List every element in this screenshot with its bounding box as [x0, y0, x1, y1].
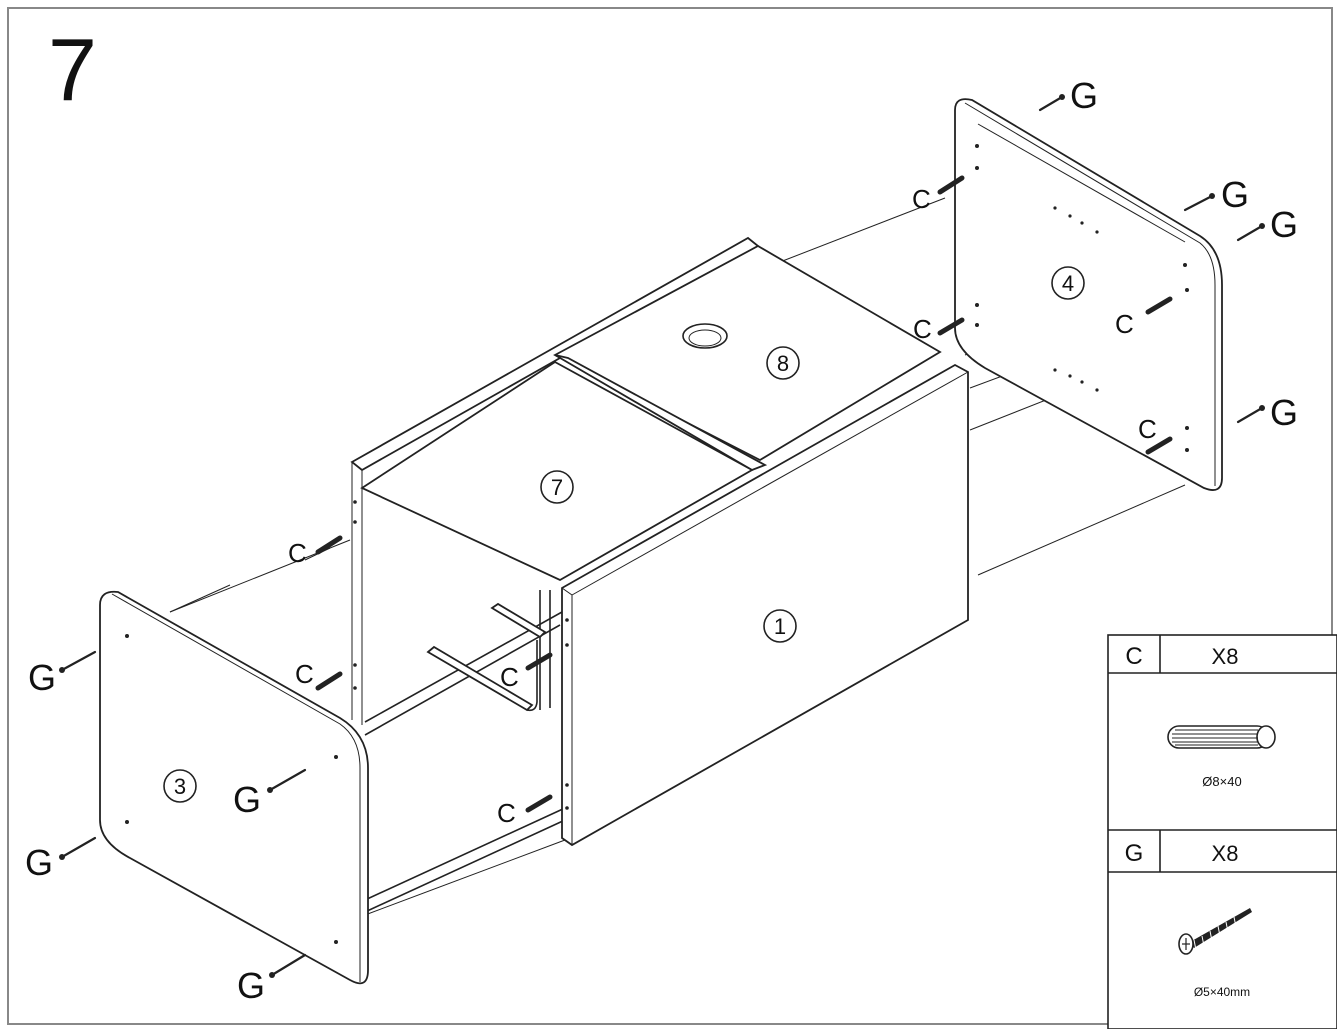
- panel-callout-8: 8: [766, 346, 800, 380]
- screw-illustration: [1178, 908, 1252, 955]
- parts-table: C X8 Ø8×40 G X8 Ø5×40mm: [1107, 634, 1337, 1030]
- dowel-label: C: [288, 538, 307, 568]
- svg-text:7: 7: [551, 475, 563, 500]
- parts-row-g-letter: G: [1125, 840, 1144, 867]
- panel-callout-4: 4: [1051, 266, 1085, 300]
- screw-label: G: [25, 842, 53, 883]
- panel-1: [561, 363, 969, 847]
- screw: [60, 650, 97, 672]
- panel-callout-1: 1: [763, 609, 797, 643]
- divider-panel: [554, 354, 768, 471]
- panel-4: [954, 98, 1223, 491]
- parts-row-c-qty: X8: [1212, 644, 1239, 669]
- screw: [270, 953, 307, 977]
- cable-hole: [682, 323, 728, 349]
- panel-callout-7: 7: [540, 470, 574, 504]
- screw-label: G: [1070, 75, 1098, 116]
- screw-label: G: [28, 657, 56, 698]
- screw: [1236, 406, 1264, 424]
- screw-label: G: [1270, 392, 1298, 433]
- screw: [1038, 95, 1064, 112]
- dowel: [525, 652, 553, 671]
- support-bars: [426, 602, 547, 712]
- dowel-label: C: [295, 659, 314, 689]
- dowel-group: [315, 175, 1173, 813]
- svg-text:3: 3: [174, 774, 186, 799]
- dowel: [315, 671, 343, 691]
- svg-text:4: 4: [1062, 271, 1074, 296]
- dowel-illustration: [1167, 725, 1276, 749]
- dowel: [525, 794, 553, 813]
- dowel: [1145, 296, 1173, 315]
- dowel-label: C: [913, 314, 932, 344]
- bottom-shelf: [364, 590, 566, 913]
- screw-group: [60, 95, 1264, 977]
- screw-label: G: [1221, 174, 1249, 215]
- dowel-labels: C C C C C C C C: [288, 184, 1157, 828]
- panel-3: [99, 590, 369, 985]
- dowel-label: C: [912, 184, 931, 214]
- screw: [1236, 224, 1264, 242]
- screw: [60, 836, 97, 859]
- parts-row-c-spec: Ø8×40: [1202, 774, 1241, 789]
- step-number: 7: [48, 20, 97, 119]
- screw: [268, 768, 307, 792]
- screw-heads: [59, 94, 1265, 978]
- panel-callout-3: 3: [163, 769, 197, 803]
- screw-label: G: [1270, 204, 1298, 245]
- screw-labels: G G G G G G G G: [25, 75, 1298, 1006]
- panel-holes: [125, 144, 1189, 944]
- screw-label: G: [233, 779, 261, 820]
- dowel-label: C: [500, 662, 519, 692]
- dowel: [937, 175, 965, 195]
- svg-text:8: 8: [777, 351, 789, 376]
- svg-text:1: 1: [774, 614, 786, 639]
- page-frame: [7, 7, 1333, 1025]
- dowel: [937, 317, 965, 336]
- screw: [1183, 194, 1214, 212]
- parts-row-c-letter: C: [1125, 643, 1142, 670]
- dowel-label: C: [497, 798, 516, 828]
- parts-row-g-spec: Ø5×40mm: [1194, 985, 1250, 999]
- screw-label: G: [237, 965, 265, 1006]
- parts-row-g-qty: X8: [1212, 841, 1239, 866]
- dowel: [315, 535, 343, 555]
- dowel: [1145, 436, 1173, 455]
- dowel-label: C: [1115, 309, 1134, 339]
- dowel-label: C: [1138, 414, 1157, 444]
